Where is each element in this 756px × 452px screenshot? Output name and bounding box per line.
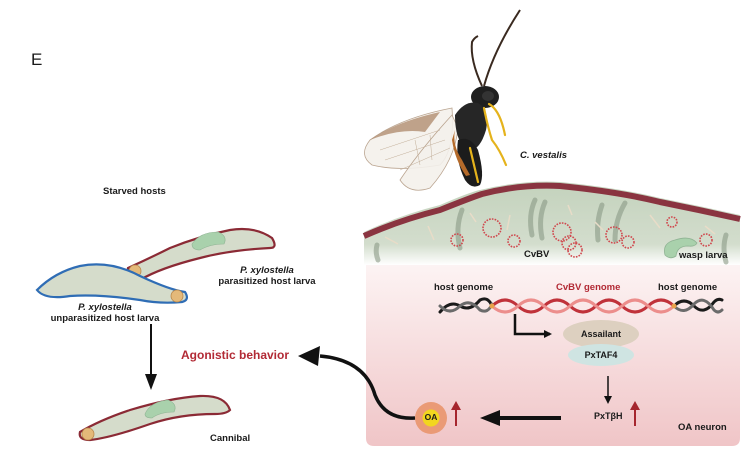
genome-dna-strand	[438, 297, 724, 314]
transcription-arrow	[513, 314, 552, 338]
cvbv-label: CvBV	[524, 249, 550, 260]
host-genome-left-label: host genome	[434, 282, 494, 293]
unparasitized-larva-icon	[35, 263, 189, 304]
wasp-icon	[364, 9, 521, 191]
starved-hosts-label: Starved hosts	[103, 186, 166, 197]
tbh-to-oa-arrow	[480, 410, 561, 426]
assailant-ellipse	[563, 320, 639, 348]
wasp-larva-icon	[664, 237, 698, 259]
pxtbh-up-arrow-icon	[630, 401, 640, 426]
cvbv-virus-particles	[450, 216, 713, 258]
panel-letter: E	[31, 50, 43, 69]
wasp-species-label: C. vestalis	[520, 150, 567, 161]
pxtaf4-ellipse	[568, 344, 634, 366]
cannibal-label: Cannibal	[210, 433, 251, 444]
unparasitized-species: P. xylostella	[78, 302, 132, 313]
host-genome-right-label: host genome	[658, 282, 718, 293]
oa-neuron-label: OA neuron	[678, 422, 727, 433]
cvbv-genome-label: CvBV genome	[556, 282, 621, 293]
host-cuticle	[362, 182, 741, 239]
oa-to-behavior-arrow	[298, 346, 416, 420]
oa-circle-inner	[422, 409, 440, 427]
unparasitized-to-cannibal-arrow	[145, 324, 157, 390]
parasitized-larva-label: P. xylostella parasitized host larva	[212, 265, 322, 288]
junction-right	[671, 303, 677, 309]
oa-neuron-panel	[366, 232, 740, 446]
assailant-label: Assailant	[580, 329, 622, 339]
unparasitized-larva-label: P. xylostella unparasitized host larva	[45, 302, 165, 325]
wasp-larva-label: wasp larva	[679, 250, 728, 261]
agonistic-behavior-label: Agonistic behavior	[181, 348, 290, 362]
cannibal-larva-icon	[78, 394, 232, 442]
oa-up-arrow-icon	[451, 401, 461, 426]
pxtaf4-label: PxTAF4	[584, 350, 618, 360]
unparasitized-desc: unparasitized host larva	[50, 312, 160, 324]
parasitized-species: P. xylostella	[240, 265, 294, 276]
pxtbh-label: PxTβH	[594, 411, 623, 421]
parasitized-desc: parasitized host larva	[218, 275, 316, 287]
oa-label: OA	[424, 412, 438, 422]
junction-left	[489, 303, 495, 309]
